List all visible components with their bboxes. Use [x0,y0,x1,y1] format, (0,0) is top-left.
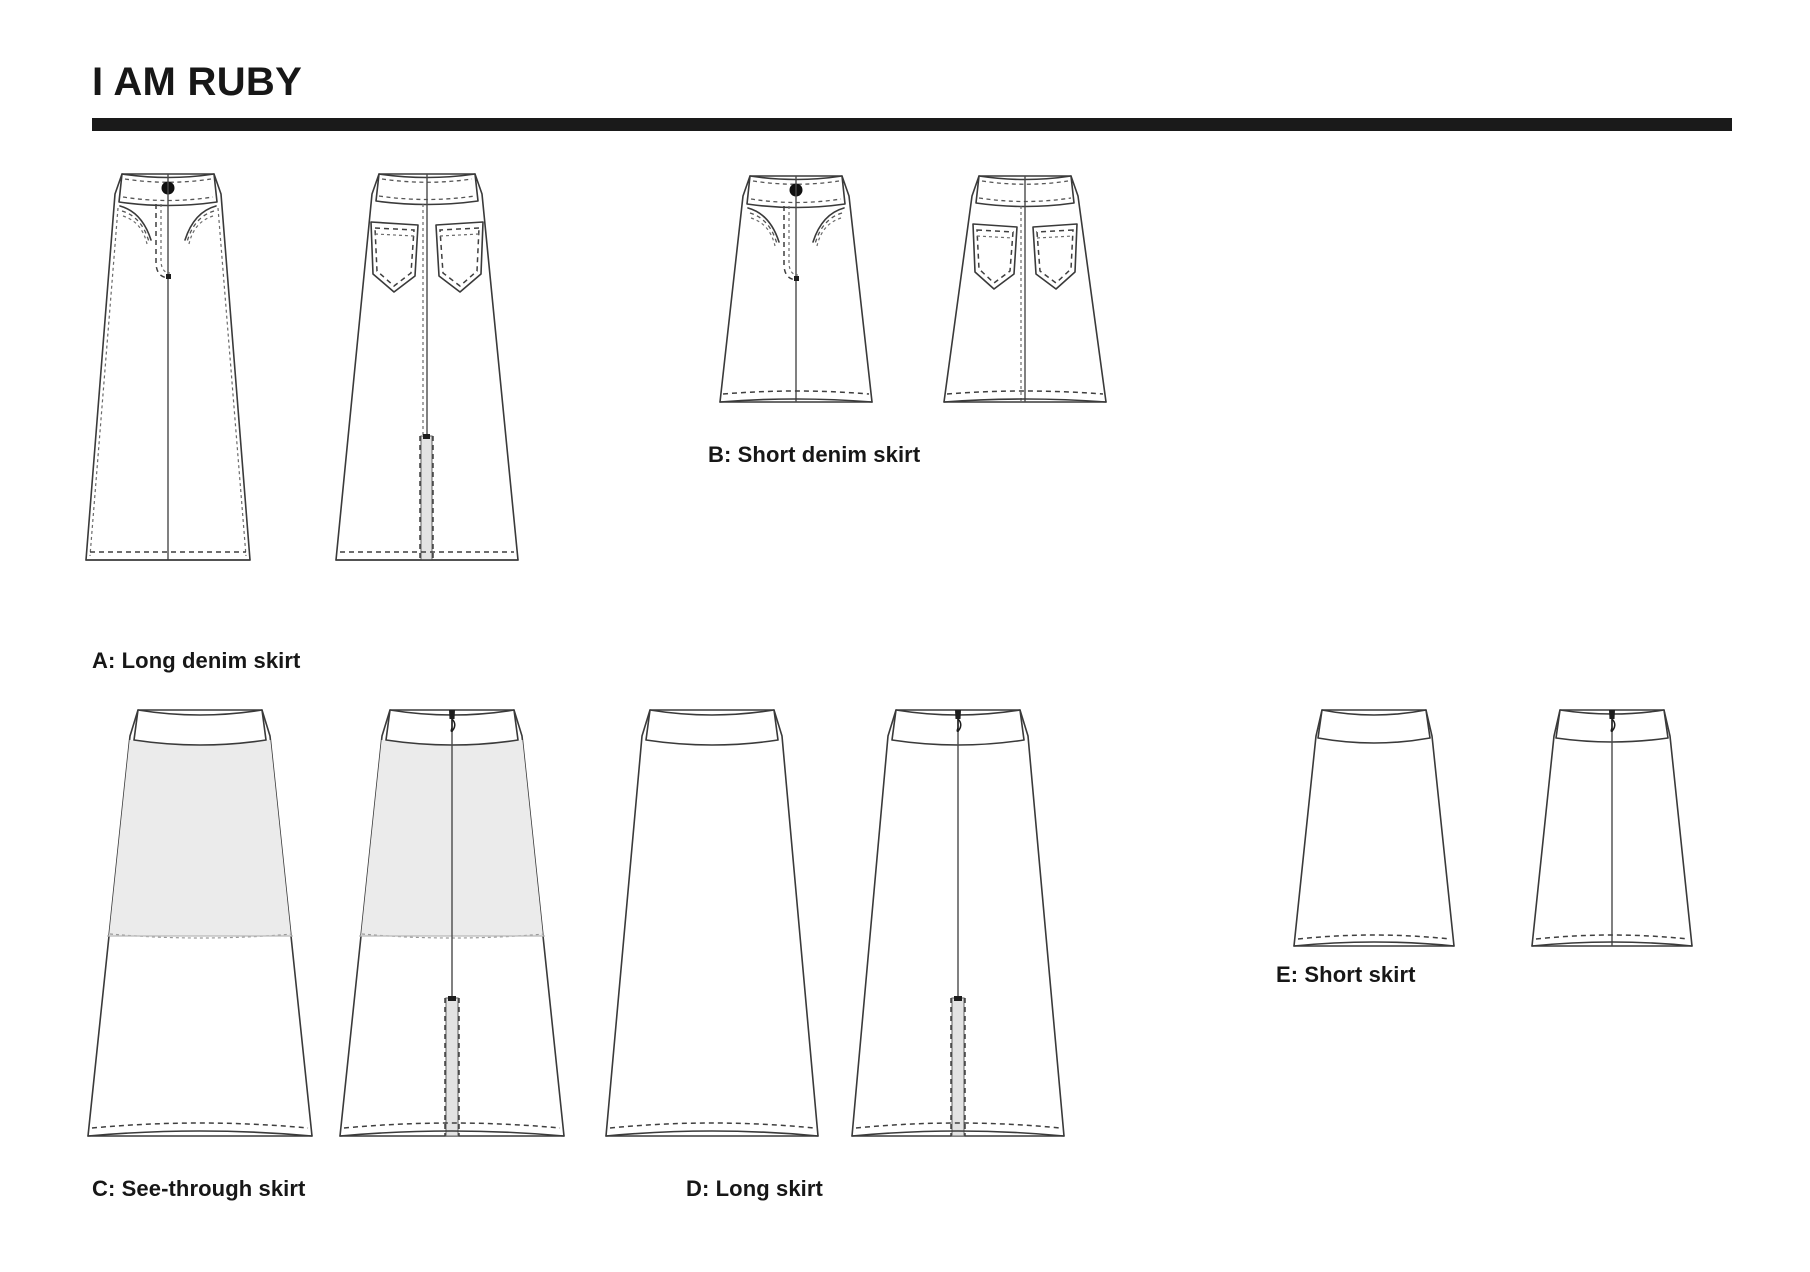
zipper-pull-icon [956,718,962,732]
waistband [133,709,267,746]
back-pocket-topstitch-right [439,227,480,287]
figure-d-back-view [838,706,1078,1146]
hem-edge [943,398,1107,403]
lining-hem-stitch [109,933,293,939]
pocket-topstitch-right-b [188,215,214,245]
pocket-topstitch-left-b [750,217,776,247]
waistband-topstitch-upper [752,180,840,185]
figure-a-caption: A: Long denim skirt [92,648,301,673]
see-through-skirt-front-illustration [87,709,313,1137]
fly-topstitch-inner [788,206,799,276]
pocket-opening-right [812,207,845,243]
hem-edge [87,1130,313,1137]
back-pocket-upper-stitch-right [1036,235,1074,239]
pocket-opening-left [747,207,780,243]
long-skirt-front-illustration [605,709,819,1137]
pocket-opening-right [184,205,217,241]
short-skirt-back-illustration [1531,709,1693,947]
figure-a-back-view [322,168,532,568]
hem-topstitch [609,1122,815,1129]
hem-edge [719,398,873,403]
waistband-topstitch-upper [981,180,1069,185]
hem-edge [1293,941,1455,947]
page-header: I AM RUBY [92,62,1732,131]
pocket-opening-left [119,205,152,241]
back-vent-panel [420,435,433,561]
pocket-topstitch-right-a [814,212,843,245]
figure-c-front-view [80,706,320,1146]
long-skirt-back-illustration [851,709,1065,1137]
figure-b-front-view [706,170,886,410]
see-through-skirt-back-illustration [339,709,565,1137]
figure-d-front-view [592,706,832,1146]
figure-e-caption: E: Short skirt [1276,962,1416,987]
page-title: I AM RUBY [92,60,303,104]
hem-topstitch [946,390,1104,395]
figure-b-back-view [930,170,1120,410]
pocket-topstitch-right-a [186,210,215,243]
waistband [645,709,779,746]
vent-bartack [448,996,456,1001]
waistband-topstitch-upper [124,178,212,183]
short-denim-skirt-front-illustration [719,175,873,403]
short-skirt-front-illustration [1293,709,1455,947]
side-seam-stitch-left [89,207,119,557]
hem-topstitch [722,390,870,395]
fly-bartack [794,276,799,281]
figure-c-caption: C: See-through skirt [92,1176,306,1201]
fly-bartack [166,274,171,279]
zipper-pull-icon [450,718,456,732]
skirt-body [1293,709,1455,947]
fly-topstitch-inner [160,204,171,274]
zipper-slider [449,710,455,719]
figure-e-front-view [1274,706,1474,956]
back-vent-panel [951,997,965,1137]
back-pocket-topstitch-left [374,227,415,287]
pocket-topstitch-right-b [816,217,842,247]
long-denim-skirt-back-illustration [335,173,519,561]
pocket-topstitch-left-a [749,212,778,245]
back-patch-pocket-right [435,221,484,293]
hem-edge [339,1130,565,1137]
back-pocket-upper-stitch-left [374,233,415,237]
long-denim-skirt-front-illustration [85,173,251,561]
hem-edge [851,1130,1065,1137]
pocket-topstitch-left-b [122,215,148,245]
zipper-pull-icon [1610,718,1616,732]
hem-topstitch [343,1122,561,1129]
vent-bartack [954,996,962,1001]
figure-d-caption: D: Long skirt [686,1176,823,1201]
hem-edge [605,1130,819,1137]
back-pocket-upper-stitch-right [439,233,480,237]
opaque-lining-panel [88,740,312,936]
back-vent-panel [445,997,459,1137]
header-divider [92,118,1732,131]
back-patch-pocket-left [370,221,419,293]
zipper-slider [955,710,961,719]
back-pocket-topstitch-right [1036,229,1074,284]
short-denim-skirt-back-illustration [943,175,1107,403]
hem-topstitch [855,1122,1061,1129]
hem-topstitch [1535,934,1689,940]
figure-c-back-view [332,706,572,1146]
waistband [1317,709,1431,744]
figure-b-caption: B: Short denim skirt [708,442,921,467]
back-pocket-topstitch-left [976,229,1014,284]
zipper-slider [1609,710,1615,719]
figure-e-back-view [1512,706,1712,956]
pocket-topstitch-left-a [121,210,150,243]
hem-topstitch [91,1122,309,1129]
figure-a-front-view [78,168,258,568]
back-pocket-upper-stitch-left [976,235,1014,239]
vent-bartack [423,434,430,439]
hem-topstitch [1297,934,1451,940]
hem-edge [1531,941,1693,947]
side-seam-stitch-right [217,207,247,557]
skirt-body [605,709,819,1137]
